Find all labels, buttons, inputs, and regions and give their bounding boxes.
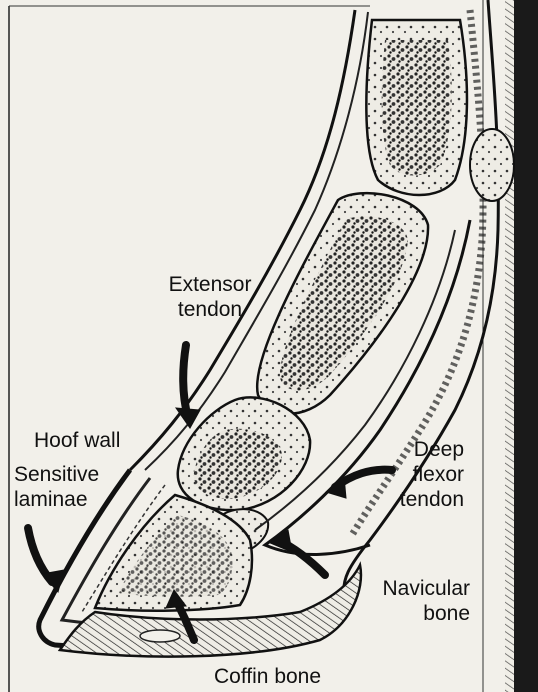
label-extensor-tendon-line-1: Extensor: [150, 272, 270, 297]
label-deep-flexor-tendon-line-1: Deep: [360, 437, 464, 462]
sole-highlight: [140, 630, 180, 642]
label-coffin-bone: Coffin bone: [214, 664, 321, 689]
binding-edge-texture: [505, 0, 514, 692]
label-hoof-wall: Hoof wall: [34, 428, 120, 453]
label-extensor-tendon-line-2: tendon: [150, 297, 270, 322]
sesamoid-bone: [470, 129, 514, 201]
label-sensitive-laminae: Sensitive laminae: [14, 462, 99, 512]
label-navicular-bone-line-1: Navicular: [350, 576, 470, 601]
label-deep-flexor-tendon-line-2: flexor: [360, 462, 464, 487]
label-sensitive-laminae-line-1: Sensitive: [14, 462, 99, 487]
binding-edge: [514, 0, 538, 692]
label-deep-flexor-tendon-line-3: tendon: [360, 487, 464, 512]
label-extensor-tendon: Extensor tendon: [150, 272, 270, 322]
label-deep-flexor-tendon: Deep flexor tendon: [360, 437, 464, 512]
label-navicular-bone-line-2: bone: [350, 601, 470, 626]
label-sensitive-laminae-line-2: laminae: [14, 487, 99, 512]
label-navicular-bone: Navicular bone: [350, 576, 470, 626]
cannon-bone-marrow: [382, 40, 452, 176]
